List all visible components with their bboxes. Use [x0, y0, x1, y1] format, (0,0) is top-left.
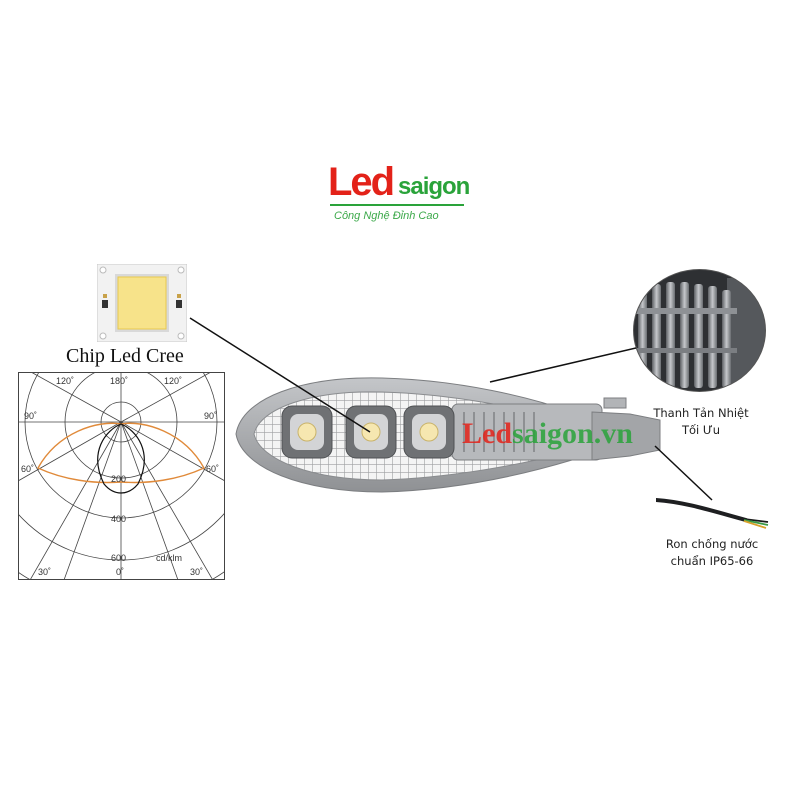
polar-angle-label: 180˚	[110, 376, 128, 386]
logo-underline	[330, 204, 464, 206]
polar-radial-tick: 400	[111, 514, 126, 524]
polar-unit-label: cd/klm	[156, 553, 182, 563]
seal-callout-line2: chuẩn IP65-66	[670, 554, 754, 568]
logo-led-text: Led	[328, 160, 395, 204]
polar-angle-label: 120˚	[164, 376, 182, 386]
polar-angle-label: 0˚	[116, 567, 124, 577]
brand-logo: Led saigon Công Nghệ Đỉnh Cao	[326, 160, 476, 230]
polar-angle-label: 90˚	[24, 411, 37, 421]
polar-angle-label: 30˚	[38, 567, 51, 577]
polar-angle-label: 90˚	[204, 411, 217, 421]
watermark: Ledsaigon.vn	[462, 418, 633, 450]
led-chip-image	[96, 263, 188, 343]
polar-angle-label: 60˚	[21, 464, 34, 474]
polar-light-distribution-diagram: 120˚ 180˚ 120˚ 90˚ 90˚ 60˚ 60˚ 30˚ 0˚ 30…	[0, 239, 304, 605]
watermark-rest: saigon.vn	[512, 417, 633, 450]
seal-pointer-line	[654, 445, 713, 501]
chip-label: Chip Led Cree	[66, 345, 184, 367]
polar-angle-label: 120˚	[56, 376, 74, 386]
cable-image	[654, 494, 770, 534]
logo-saigon-text: saigon	[398, 173, 470, 200]
seal-callout-line1: Ron chống nước	[665, 537, 759, 551]
polar-radial-tick: 600	[111, 553, 126, 563]
watermark-led: Led	[462, 417, 513, 450]
polar-radial-tick: 200	[111, 474, 126, 484]
waterproof-seal-callout: Ron chống nước chuẩn IP65-66	[652, 536, 772, 570]
polar-angle-label: 60˚	[206, 464, 219, 474]
logo-tagline: Công Nghệ Đỉnh Cao	[334, 210, 439, 222]
heatsink-callout-line1: Thanh Tản Nhiệt	[653, 406, 749, 420]
heatsink-detail-image	[632, 268, 767, 393]
heatsink-callout: Thanh Tản Nhiệt Tối Ưu	[636, 405, 766, 439]
polar-angle-label: 30˚	[190, 567, 203, 577]
heatsink-callout-line2: Tối Ưu	[681, 423, 721, 437]
